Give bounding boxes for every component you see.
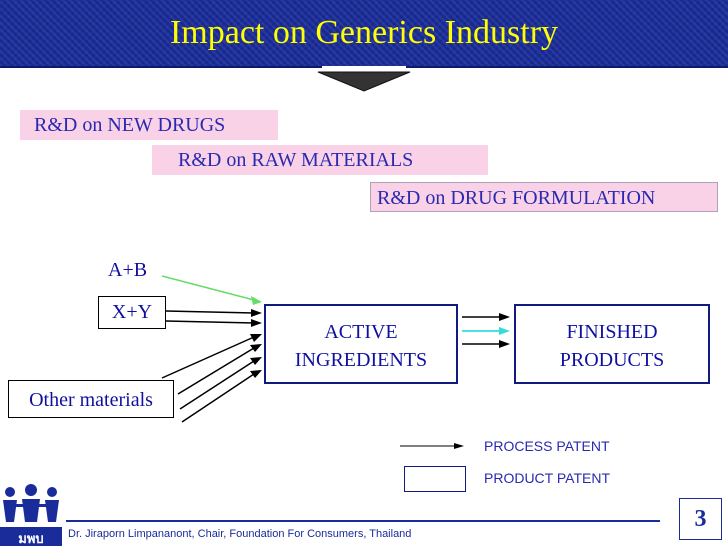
arrow-other-2 — [177, 344, 262, 395]
title-bar — [0, 0, 728, 68]
finished-line1: FINISHED — [566, 321, 658, 343]
finished-line2: PRODUCTS — [559, 349, 665, 371]
arrow-other-4 — [181, 370, 262, 423]
logo-bar — [0, 527, 62, 546]
arrow-other-3 — [179, 357, 262, 410]
active-line2: INGREDIENTS — [294, 349, 428, 371]
input-xy-box: X+Y — [98, 296, 166, 329]
footer-credit: Dr. Jiraporn Limpananont, Chair, Foundat… — [68, 528, 412, 540]
arrow-xy-2 — [165, 319, 262, 327]
legend-process-arrow — [400, 443, 464, 449]
input-ab-label: A+B — [108, 259, 148, 281]
logo-text: มพบ — [18, 532, 44, 547]
green-arrow — [161, 275, 262, 305]
legend-product-box — [404, 466, 466, 492]
rd-raw-materials-label: R&D on RAW MATERIALS — [152, 145, 488, 175]
arrow-active-finished-1 — [462, 313, 510, 321]
legend-process-label: PROCESS PATENT — [484, 438, 610, 454]
logo-figures-icon — [0, 484, 62, 528]
rd-drug-formulation-label: R&D on DRUG FORMULATION — [370, 182, 718, 212]
arrow-xy-1 — [165, 309, 262, 317]
rd-new-drugs-label: R&D on NEW DRUGS — [20, 110, 278, 140]
finished-products-box: FINISHED PRODUCTS — [514, 304, 710, 384]
legend-product-label: PRODUCT PATENT — [484, 470, 611, 486]
active-ingredients-box: ACTIVE INGREDIENTS — [264, 304, 458, 384]
active-line1: ACTIVE — [324, 321, 398, 343]
arrow-other-1 — [161, 334, 262, 379]
page-number: 3 — [679, 498, 722, 540]
arrow-active-finished-2 — [462, 340, 510, 348]
input-other-materials-box: Other materials — [8, 380, 174, 418]
arrow-active-finished-cyan — [462, 327, 510, 335]
title-down-arrow-icon — [317, 66, 411, 92]
slide-title: Impact on Generics Industry — [169, 14, 559, 51]
